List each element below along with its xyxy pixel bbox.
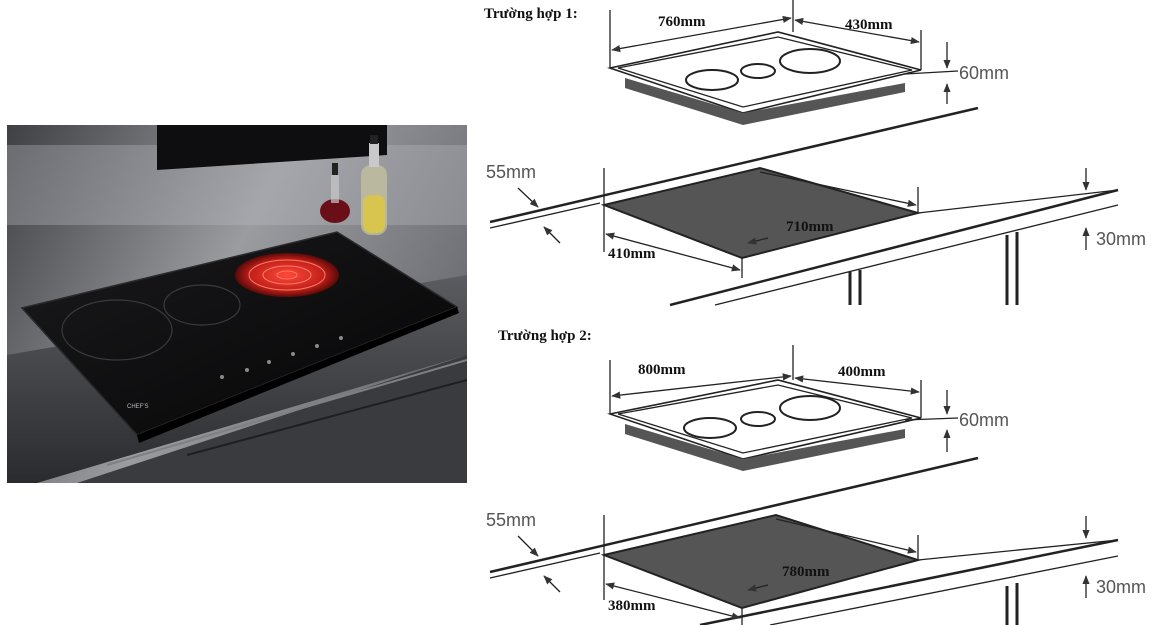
edge-gap-2-arrow: [543, 575, 561, 593]
counter-2-front: [699, 538, 1119, 625]
cooktop-photo: CHEF'S: [7, 125, 467, 483]
range-hood: [157, 125, 387, 170]
hob-2-burner-right: [779, 395, 841, 421]
hob-2-burner-left: [683, 417, 737, 439]
counter-1-back-edge: [489, 106, 979, 224]
edge-gap-1-arrow: [517, 187, 539, 208]
cutout-2-width-label: 780mm: [782, 564, 830, 580]
edge-gap-2-label: 55mm: [486, 510, 536, 530]
hob-1-height-ref: [904, 70, 959, 75]
hob-1-depth-label: 430mm: [845, 17, 893, 33]
hob-1-burner-right: [779, 48, 841, 74]
cutout-1-depth-label: 410mm: [608, 246, 656, 262]
hob-1-depth-arrow: [794, 17, 920, 45]
hob-2-depth-label: 400mm: [838, 364, 886, 380]
cutout-2-depth-label: 380mm: [608, 598, 656, 614]
hob-2-width-arrow: [611, 373, 792, 399]
hob-2-base: [625, 424, 905, 471]
cutout-1-width-arrow: [759, 171, 917, 207]
case-2: Trường hợp 2: 800mm 400mm 60mm 55mm 780m…: [486, 328, 1146, 625]
hob-2-height-ref: [904, 417, 959, 421]
edge-gap-2-arrow: [517, 535, 539, 557]
hob-2-depth-arrow: [794, 375, 920, 395]
cutout-1-area: [600, 166, 922, 260]
cabinet-front: [77, 355, 467, 483]
case-1: Trường hợp 1: 760mm 430mm 60mm: [484, 0, 1146, 307]
drawer-line: [186, 379, 467, 456]
hob-1-burner-mid: [740, 63, 776, 79]
hob-glass-edge: [137, 307, 459, 443]
counter-2-front-lower: [769, 555, 1119, 625]
counter-2-back-edge: [489, 456, 979, 574]
hob-2-burner-mid: [740, 411, 776, 427]
brand-badge: CHEF'S: [127, 404, 148, 410]
burner-middle: [163, 284, 241, 326]
hob-1-burner-left: [685, 69, 739, 91]
counter-1-thick-label: 30mm: [1096, 229, 1146, 249]
edge-gap-1-label: 55mm: [486, 162, 536, 182]
vinegar-bottle: [320, 163, 350, 223]
cutout-1-depth-arrow: [605, 232, 741, 272]
cabinet-edge: [106, 359, 467, 466]
hob-1-width-arrow: [611, 15, 792, 53]
hob-1-base: [625, 78, 905, 125]
counter-1-front: [669, 188, 1119, 307]
counter-1-front-lower: [714, 204, 1119, 306]
counter-2-front-edge: [489, 552, 601, 579]
cutout-2-width-arrow: [775, 518, 917, 554]
burner-left: [61, 299, 173, 361]
hob-2-top: [606, 379, 922, 460]
edge-gap-1-arrow: [543, 226, 561, 244]
oil-bottle: [361, 135, 387, 235]
counter-1-right-edge: [917, 189, 1119, 214]
cutout-dimension-diagram: Trường hợp 1: 760mm 430mm 60mm: [484, 0, 1146, 625]
cutout-2-area: [600, 513, 922, 610]
burner-ring: [248, 259, 326, 291]
hob-1-height-label: 60mm: [959, 63, 1009, 83]
case-1-label: Trường hợp 1:: [484, 6, 578, 22]
cutout-1-width-label: 710mm: [786, 219, 834, 235]
counter-2-thick-label: 30mm: [1096, 577, 1146, 597]
cutout-1-marker: [747, 237, 769, 245]
burner-ring: [276, 270, 298, 280]
hob-2-width-label: 800mm: [638, 362, 686, 378]
counter-2-right-edge: [917, 539, 1119, 561]
cutout-2-depth-arrow: [605, 582, 741, 620]
cutout-2-marker: [747, 584, 769, 592]
burner-ring: [262, 265, 312, 285]
hob-1-top: [606, 31, 922, 114]
hob-2-height-label: 60mm: [959, 410, 1009, 430]
counter-1-front-edge: [489, 202, 601, 229]
hob-touch-controls: [220, 336, 343, 379]
case-2-label: Trường hợp 2:: [498, 328, 592, 344]
hob-1-width-label: 760mm: [658, 14, 706, 30]
